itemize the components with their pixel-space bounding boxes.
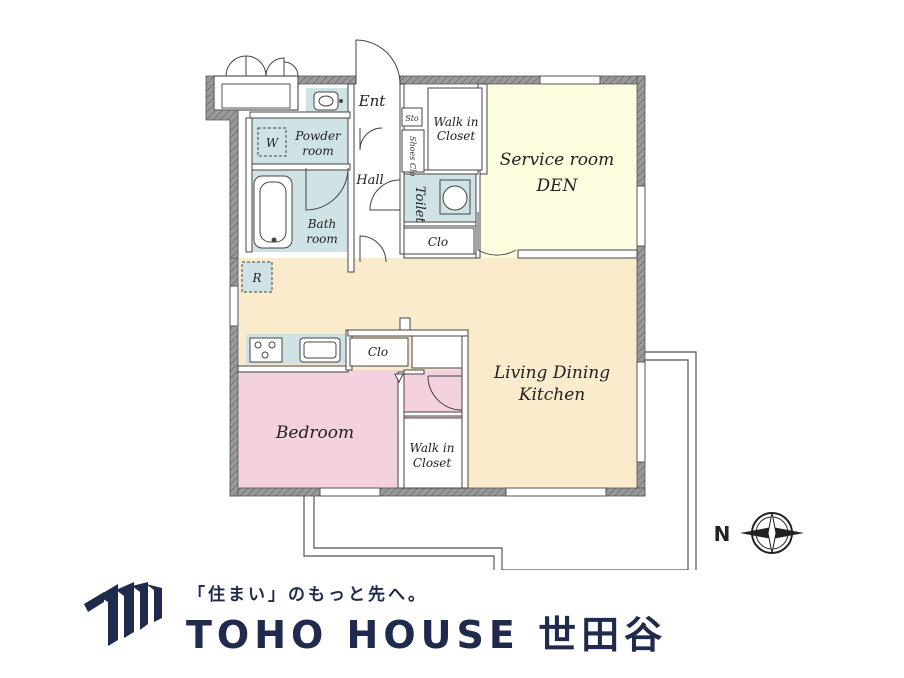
compass-icon: N bbox=[714, 512, 804, 554]
label-hall: Hall bbox=[355, 173, 383, 188]
doors bbox=[305, 39, 517, 411]
balcony bbox=[303, 351, 697, 570]
label-shoes-closet: Shoes Clo bbox=[408, 136, 417, 177]
label-washer: W bbox=[266, 136, 280, 150]
toho-house-logo-icon bbox=[84, 582, 162, 646]
label-storage: Sto bbox=[405, 114, 419, 123]
label-entrance: Ent bbox=[358, 92, 387, 110]
entrance-porch bbox=[213, 75, 299, 111]
sink bbox=[299, 337, 341, 363]
bathtub bbox=[253, 175, 293, 249]
fridge-box bbox=[241, 261, 273, 293]
brand-tagline: 「住まい」のもっと先へ。 bbox=[188, 585, 428, 605]
label-bedroom: Bedroom bbox=[275, 423, 354, 443]
label-kitchen-closet: Clo bbox=[368, 345, 388, 359]
washer-box bbox=[257, 127, 287, 157]
room-fills bbox=[238, 84, 637, 488]
brand-name: TOHO HOUSE 世田谷 bbox=[186, 613, 668, 657]
fixtures bbox=[241, 91, 471, 384]
stove bbox=[249, 337, 283, 363]
washbasin bbox=[313, 91, 339, 111]
closet-boxes bbox=[349, 87, 483, 489]
service-room-floor-2 bbox=[478, 84, 637, 258]
toilet-bowl bbox=[439, 179, 471, 215]
compass-label: N bbox=[714, 522, 731, 546]
label-toilet: Toilet bbox=[412, 186, 427, 223]
powder-room-floor bbox=[252, 118, 348, 164]
windows bbox=[229, 75, 646, 497]
fridge-area bbox=[242, 262, 272, 292]
porch-doors bbox=[225, 55, 299, 77]
label-closet-small: Clo bbox=[428, 235, 448, 249]
ldk-floor-right bbox=[466, 250, 637, 488]
label-refrigerator: R bbox=[251, 271, 261, 285]
